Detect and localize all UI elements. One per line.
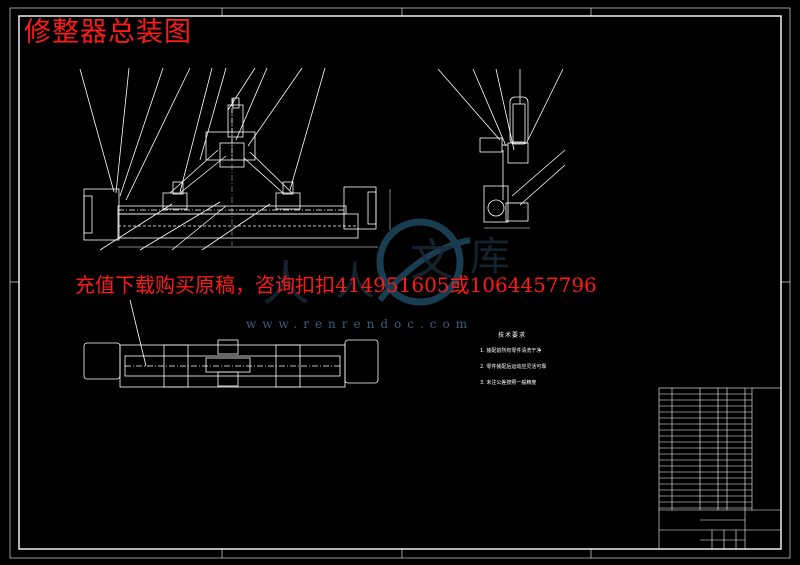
technical-requirements-heading: 技术要求 [498,332,527,339]
sheet-frame [9,7,791,559]
front-view [79,67,391,251]
parts-list-rows [659,393,752,509]
right-motor [343,186,377,230]
watermark-url: www.renrendoc.com [246,317,474,331]
title-block [658,387,782,550]
svg-text:库: 库 [470,234,510,280]
top-view [83,299,379,388]
svg-text:文: 文 [410,235,454,286]
requirement-item: 3. 未注公差按照一般精度 [480,380,537,386]
requirement-item: 1. 装配前所有零件清洗干净 [480,348,542,354]
requirement-item: 2. 零件装配后运动应灵活可靠 [480,364,547,370]
svg-text:人: 人 [335,259,375,305]
svg-text:人: 人 [262,256,310,312]
side-view [437,68,566,229]
left-motor [83,188,120,241]
watermark-logo: 人 人 文 库 [262,218,510,312]
technical-requirements: 技术要求 1. 装配前所有零件清洗干净 2. 零件装配后运动应灵活可靠 3. 未… [478,330,546,395]
drawing-title: 修整器总装图 [24,17,192,48]
left-carriage [162,192,188,210]
top-block [205,131,256,161]
right-carriage [275,192,301,210]
contact-banner: 充值下载购买原稿，咨询扣扣414951605或1064457796 [75,273,597,297]
